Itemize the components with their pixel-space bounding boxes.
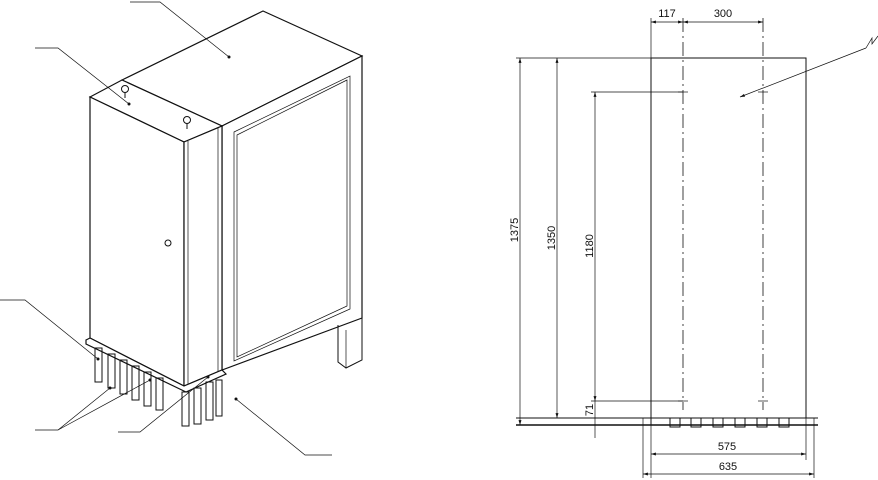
base-slots bbox=[669, 417, 790, 428]
door-handle bbox=[164, 239, 172, 247]
dim-1350: 1350 bbox=[546, 226, 558, 250]
dim-300: 300 bbox=[714, 8, 732, 20]
section-indicator bbox=[739, 35, 878, 98]
dim-71: 71 bbox=[584, 404, 596, 416]
rear-door-panel bbox=[233, 75, 351, 362]
front-cabinet-side bbox=[183, 125, 223, 387]
mount-marks bbox=[678, 91, 768, 402]
base-frame bbox=[85, 337, 228, 393]
front-elevation: 117 300 1375 1350 1180 71 575 635 bbox=[509, 8, 878, 478]
lifting-eye-left bbox=[121, 85, 129, 98]
cabinet-outline bbox=[650, 57, 807, 425]
isometric-view bbox=[0, 1, 364, 456]
dim-1180: 1180 bbox=[584, 234, 596, 258]
leader-lines bbox=[0, 1, 332, 456]
lifting-eye-right bbox=[183, 116, 191, 129]
front-cabinet-face bbox=[89, 96, 185, 387]
dim-635: 635 bbox=[719, 461, 737, 473]
dim-117: 117 bbox=[658, 8, 676, 20]
dim-1375: 1375 bbox=[509, 218, 521, 242]
dim-575: 575 bbox=[718, 441, 736, 453]
cable-entries bbox=[94, 347, 223, 427]
